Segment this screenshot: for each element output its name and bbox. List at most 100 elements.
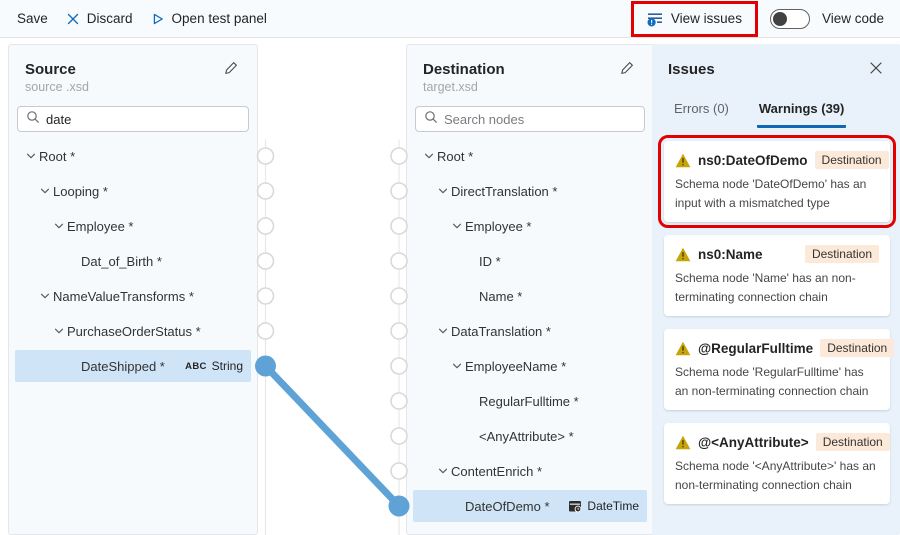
destination-tree-node-anyattribute[interactable]: <AnyAttribute> * (413, 420, 647, 452)
chevron-down-icon[interactable] (435, 325, 451, 337)
destination-tree: Root * DirectTranslation * Employee *ID *N… (407, 140, 653, 522)
destination-connection-handle-name[interactable] (390, 287, 408, 305)
destination-connection-handle-root[interactable] (390, 147, 408, 165)
play-icon (151, 12, 165, 26)
edit-source-schema-button[interactable] (221, 58, 241, 81)
source-tree-node-root[interactable]: Root * (15, 140, 251, 172)
type-badge-label: String (211, 359, 243, 373)
tree-node-label: NameValueTransforms * (53, 288, 194, 304)
destination-badge: Destination (815, 433, 890, 451)
destination-panel: Destination target.xsd Root *DirectTrans… (406, 44, 654, 535)
warning-message: Schema node 'DateOfDemo' has an input wi… (675, 177, 867, 210)
warning-message: Schema node '<AnyAttribute>' has an non-… (675, 459, 876, 492)
destination-search-box (415, 106, 645, 132)
chevron-down-icon[interactable] (51, 220, 67, 232)
chevron-down-icon[interactable] (449, 220, 465, 232)
close-issues-button[interactable] (866, 58, 886, 81)
chevron-down-icon[interactable] (37, 290, 53, 302)
chevron-down-icon[interactable] (51, 325, 67, 337)
tree-node-label: DateShipped * (81, 358, 165, 374)
destination-tree-node-dateofdemo[interactable]: DateOfDemo *DateTime (413, 490, 647, 522)
source-connection-handle-purchaseorderstatus[interactable] (256, 322, 275, 340)
save-button[interactable]: Save (8, 5, 57, 32)
destination-panel-title: Destination (423, 60, 505, 78)
destination-connection-handle-anyattribute[interactable] (390, 427, 408, 445)
tab-warnings[interactable]: Warnings (39) (756, 97, 847, 128)
source-connection-handle-dateshipped[interactable] (255, 355, 276, 377)
destination-tree-node-employeename[interactable]: EmployeeName * (413, 350, 647, 382)
destination-badge: Destination (814, 151, 889, 169)
destination-tree-node-employee[interactable]: Employee * (413, 210, 647, 242)
open-test-panel-button[interactable]: Open test panel (142, 5, 276, 32)
source-tree-node-looping[interactable]: Looping * (15, 175, 251, 207)
destination-connection-handle-regularfulltime[interactable] (390, 392, 408, 410)
warning-triangle-icon (675, 153, 691, 168)
source-connection-handle-employee[interactable] (256, 217, 275, 235)
view-issues-button[interactable]: View issues (638, 5, 751, 33)
chevron-down-icon[interactable] (23, 150, 39, 162)
warning-triangle-icon (675, 247, 691, 262)
source-connection-handle-looping[interactable] (256, 182, 275, 200)
destination-tree-node-id[interactable]: ID * (413, 245, 647, 277)
destination-tree-node-directtranslation[interactable]: DirectTranslation * (413, 175, 647, 207)
source-tree-node-namevaluetransforms[interactable]: NameValueTransforms * (15, 280, 251, 312)
source-connection-handle-root[interactable] (256, 147, 275, 165)
issues-panel-title: Issues (668, 61, 715, 78)
chevron-down-icon[interactable] (421, 150, 437, 162)
warning-message: Schema node 'Name' has an non-terminatin… (675, 271, 856, 304)
edit-destination-schema-button[interactable] (617, 58, 637, 81)
view-code-toggle[interactable] (769, 8, 810, 29)
mapping-line-dateshipped-to-dateofdemo[interactable] (262, 362, 403, 510)
destination-connection-handle-datatranslation[interactable] (390, 322, 408, 340)
toolbar-right-group: View issues View code (630, 0, 890, 37)
destination-connection-handle-directtranslation[interactable] (390, 182, 408, 200)
destination-tree-node-root[interactable]: Root * (413, 140, 647, 172)
source-panel: Source source .xsd Root *Looping *Employ… (8, 44, 258, 535)
chevron-down-icon[interactable] (37, 185, 53, 197)
destination-connection-handle-employee[interactable] (390, 217, 408, 235)
warning-node-name: ns0:DateOfDemo (698, 152, 808, 168)
destination-tree-node-contentenrich[interactable]: ContentEnrich * (413, 455, 647, 487)
chevron-down-icon[interactable] (435, 465, 451, 477)
tree-node-label: DirectTranslation * (451, 183, 558, 199)
destination-connection-handle-employeename[interactable] (390, 357, 408, 375)
source-search-input[interactable] (46, 111, 240, 127)
tab-errors[interactable]: Errors (0) (674, 101, 729, 116)
discard-button[interactable]: Discard (57, 5, 142, 32)
tree-node-label: Root * (437, 148, 474, 164)
chevron-down-icon[interactable] (435, 185, 451, 197)
tree-node-label: <AnyAttribute> * (479, 428, 574, 444)
source-panel-title: Source (25, 60, 76, 78)
destination-connection-handle-id[interactable] (390, 252, 408, 270)
search-icon (424, 110, 438, 129)
source-tree-node-employee[interactable]: Employee * (15, 210, 251, 242)
save-button-label: Save (17, 11, 48, 26)
destination-connection-handle-contentenrich[interactable] (390, 462, 408, 480)
source-tree-node-purchaseorderstatus[interactable]: PurchaseOrderStatus * (15, 315, 251, 347)
open-test-panel-label: Open test panel (171, 11, 267, 26)
issues-list-icon (647, 11, 664, 27)
pencil-icon (223, 61, 239, 79)
destination-tree-node-name[interactable]: Name * (413, 280, 647, 312)
source-connection-handle-namevaluetransforms[interactable] (256, 287, 275, 305)
tree-node-label: DateOfDemo * (465, 498, 550, 514)
mapper-canvas: Source source .xsd Root *Looping *Employ… (0, 38, 900, 535)
destination-tree-node-datatranslation[interactable]: DataTranslation * (413, 315, 647, 347)
destination-search-input[interactable] (444, 111, 636, 127)
issues-panel: Issues Errors (0) Warnings (39) ns0:Date… (652, 44, 900, 535)
tree-node-label: DataTranslation * (451, 323, 551, 339)
chevron-down-icon[interactable] (449, 360, 465, 372)
toolbar: Save Discard Open test panel (0, 0, 900, 38)
source-connection-handle-dat-of-birth[interactable] (256, 252, 275, 270)
tree-node-label: Employee * (67, 218, 134, 234)
tree-node-label: EmployeeName * (465, 358, 567, 374)
destination-tree-node-regularfulltime[interactable]: RegularFulltime * (413, 385, 647, 417)
source-tree-node-dat-of-birth[interactable]: Dat_of_Birth * (15, 245, 251, 277)
